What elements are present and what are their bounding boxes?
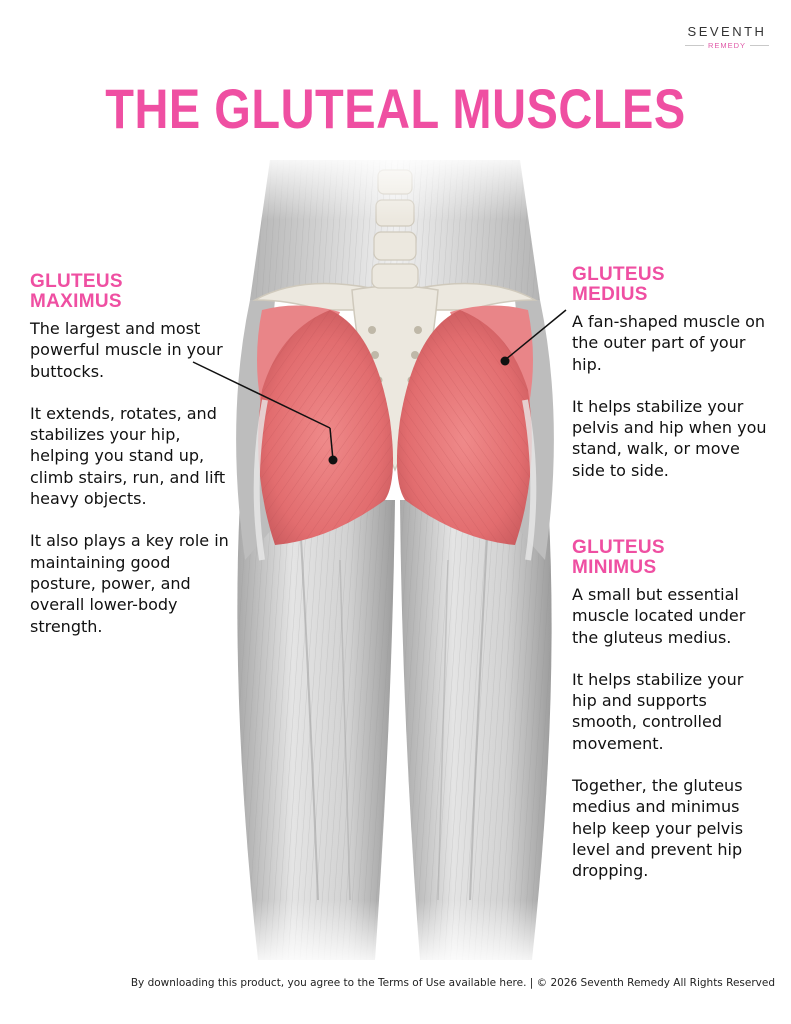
terms-of-use-link[interactable]: By downloading this product, you agree t… (130, 977, 527, 989)
minimus-paragraph: A small but essential muscle located und… (572, 585, 746, 647)
minimus-paragraph: Together, the gluteus medius and minimus… (572, 776, 744, 881)
maximus-paragraph: The largest and most powerful muscle in … (30, 319, 223, 381)
maximus-pointer-dot (328, 455, 338, 465)
medius-pointer-line (504, 309, 567, 361)
logo-subtitle: REMEDY (707, 41, 747, 50)
gluteus-maximus-section: GLUTEUS MAXIMUS The largest and most pow… (30, 272, 230, 658)
gluteus-minimus-section: GLUTEUS MINIMUS A small but essential mu… (572, 538, 772, 903)
gluteus-medius-section: GLUTEUS MEDIUS A fan-shaped muscle on th… (572, 265, 772, 502)
page-title: THE GLUTEAL MUSCLES (105, 77, 686, 140)
medius-paragraph: A fan-shaped muscle on the outer part of… (572, 312, 766, 374)
medius-pointer-dot (500, 356, 510, 366)
gluteus-minimus-heading: GLUTEUS MINIMUS (572, 537, 665, 578)
gluteus-maximus-heading: GLUTEUS MAXIMUS (30, 271, 123, 312)
brand-logo: SEVENTH REMEDY (685, 24, 769, 50)
maximus-paragraph: It extends, rotates, and stabilizes your… (30, 403, 226, 509)
footer: By downloading this product, you agree t… (130, 977, 775, 989)
gluteus-medius-heading: GLUTEUS MEDIUS (572, 264, 665, 305)
maximus-paragraph: It also plays a key role in maintaining … (30, 531, 229, 636)
minimus-paragraph: It helps stabilize your hip and supports… (572, 669, 744, 753)
maximus-pointer-line (192, 361, 331, 429)
logo-wordmark: SEVENTH (687, 24, 767, 39)
copyright-text: © 2026 Seventh Remedy All Rights Reserve… (536, 977, 775, 989)
medius-paragraph: It helps stabilize your pelvis and hip w… (572, 396, 767, 480)
